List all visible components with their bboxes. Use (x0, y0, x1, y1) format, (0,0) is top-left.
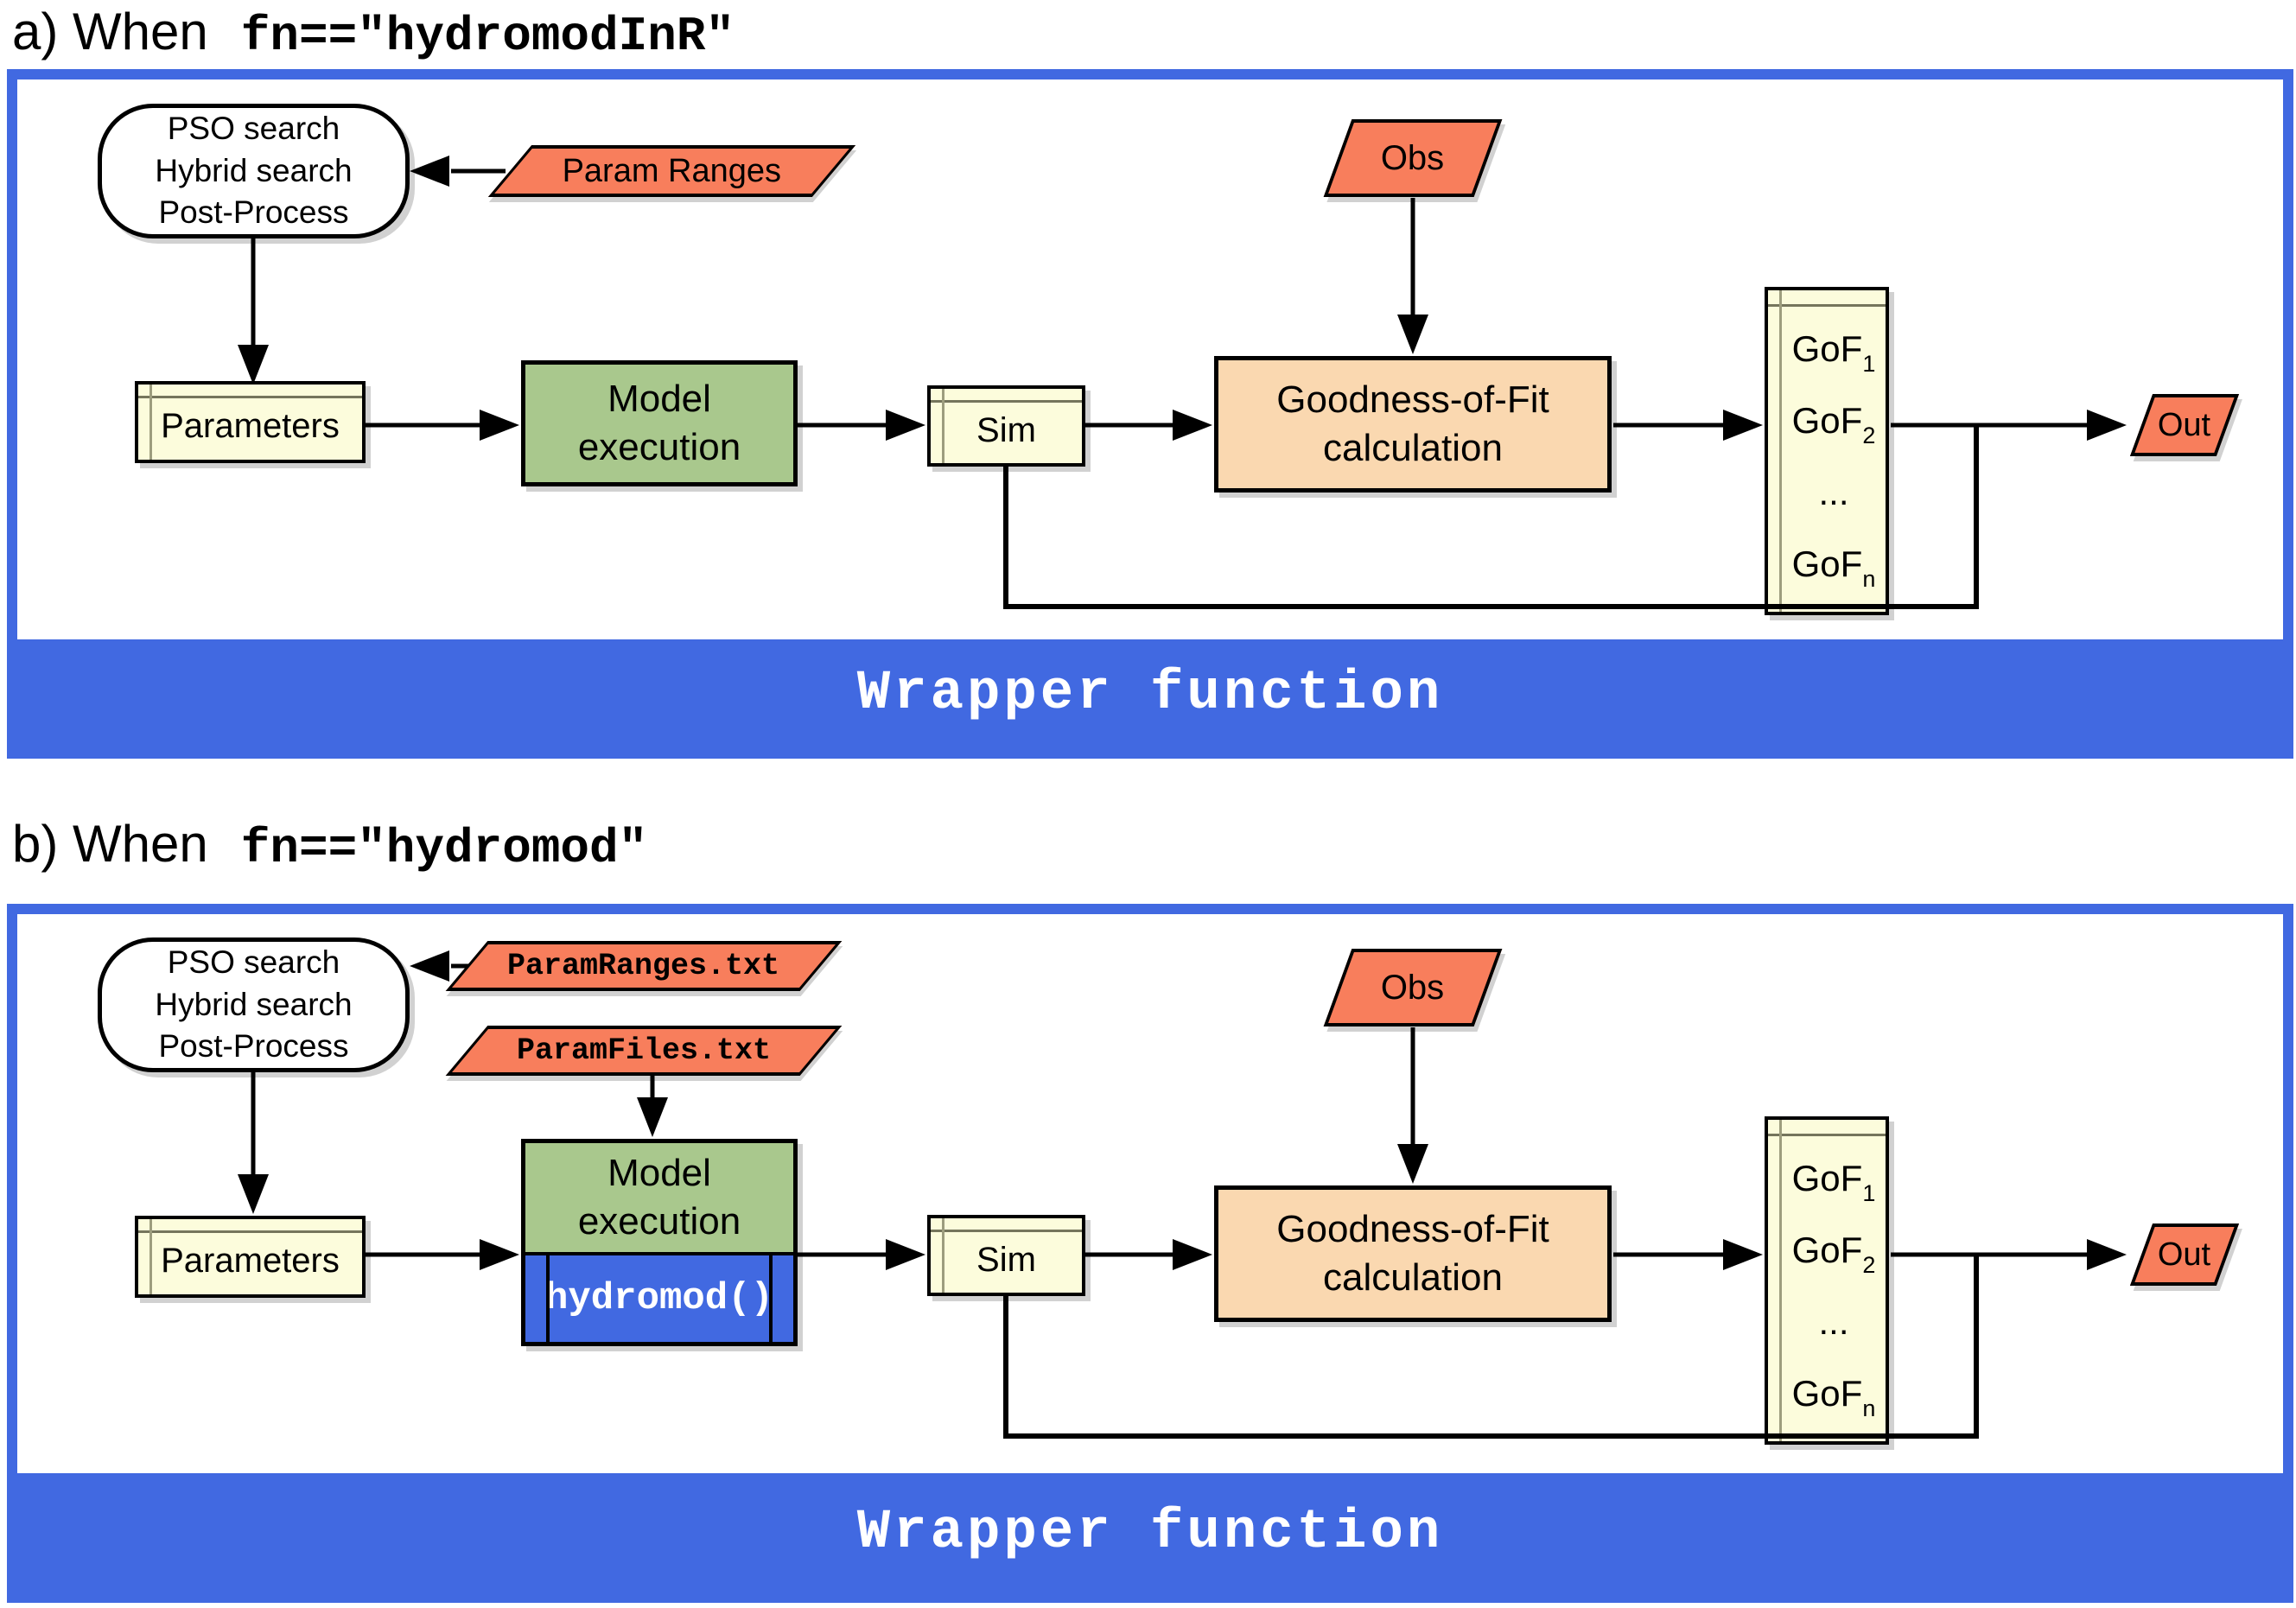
param-ranges-node-a: Param Ranges (487, 145, 856, 197)
model-line-2-b: execution (577, 1200, 741, 1243)
out-label-a: Out (2158, 406, 2211, 443)
pso-line-3-b: Post-Process (158, 1028, 349, 1065)
param-files-txt-label-b: ParamFiles.txt (516, 1033, 772, 1068)
parameters-doc-vline-b (149, 1219, 152, 1294)
pso-search-node-a: PSO search Hybrid search Post-Process (98, 104, 410, 238)
gof-calc-line-1-a: Goodness-of-Fit (1276, 378, 1549, 421)
param-ranges-txt-node-b: ParamRanges.txt (445, 941, 843, 991)
model-line-1-b: Model (607, 1151, 711, 1194)
hydromod-left-bar-b (546, 1255, 550, 1342)
pso-line-2-b: Hybrid search (155, 986, 353, 1022)
obs-node-a: Obs (1323, 119, 1503, 197)
parameters-label-a: Parameters (161, 407, 340, 445)
panel-a-title-code: fn=="hydromodInR" (240, 9, 735, 64)
pso-line-1-a: PSO search (167, 110, 340, 146)
pso-line-2-a: Hybrid search (155, 152, 353, 188)
gof-calculation-node-b: Goodness-of-Fit calculation (1214, 1185, 1612, 1322)
hydromod-label-b: hydromod() (544, 1277, 774, 1320)
panel-a-banner: Wrapper function (17, 639, 2283, 748)
gof-calculation-node-a: Goodness-of-Fit calculation (1214, 356, 1612, 493)
parameters-label-b: Parameters (161, 1242, 340, 1280)
model-execution-node-a: Model execution (521, 360, 798, 486)
model-execution-node-b: Model execution (525, 1143, 793, 1252)
gof-list-vline-a (1779, 290, 1782, 612)
pso-line-1-b: PSO search (167, 944, 340, 980)
obs-label-a: Obs (1381, 138, 1445, 177)
pso-line-3-a: Post-Process (158, 194, 349, 231)
panel-a-title-prefix: a) When (12, 3, 208, 60)
gof-item-ellipsis-a: ... (1818, 471, 1849, 512)
out-label-b: Out (2158, 1236, 2211, 1273)
sim-node-a: Sim (927, 385, 1085, 467)
model-line-1-a: Model (607, 377, 711, 420)
panel-a-banner-label: Wrapper function (856, 663, 1444, 725)
param-files-txt-node-b: ParamFiles.txt (445, 1026, 843, 1076)
model-line-2-a: execution (577, 426, 741, 468)
gof-calc-line-2-a: calculation (1323, 427, 1503, 469)
parameters-doc-vline-a (149, 385, 152, 460)
parameters-node-a: Parameters (135, 381, 366, 463)
model-divider-b (525, 1252, 793, 1255)
param-ranges-label-a: Param Ranges (562, 152, 782, 189)
gof-calc-line-1-b: Goodness-of-Fit (1276, 1207, 1549, 1250)
hydromod-right-bar-b (769, 1255, 773, 1342)
panel-a-wrapper-frame: Wrapper function (7, 69, 2293, 759)
sim-doc-hline-a (931, 400, 1082, 403)
parameters-doc-hline-b (138, 1230, 362, 1233)
panel-a-title: a) When fn=="hydromodInR" (12, 2, 735, 64)
sim-doc-vline-a (942, 389, 944, 463)
hydromod-node-b: hydromod() (525, 1255, 793, 1342)
model-execution-combo-b: Model execution hydromod() (521, 1139, 798, 1346)
sim-doc-hline-b (931, 1230, 1082, 1232)
obs-label-b: Obs (1381, 968, 1445, 1007)
gof-list-vline-b (1779, 1120, 1782, 1441)
pso-search-node-b: PSO search Hybrid search Post-Process (98, 937, 410, 1072)
panel-b-title-prefix: b) When (12, 815, 208, 873)
obs-node-b: Obs (1323, 949, 1503, 1026)
gof-list-hline-a (1768, 304, 1886, 307)
sim-doc-vline-b (942, 1218, 944, 1293)
panel-b-banner-label: Wrapper function (856, 1502, 1444, 1564)
sim-node-b: Sim (927, 1215, 1085, 1296)
parameters-doc-hline-a (138, 396, 362, 398)
panel-b-title-code: fn=="hydromod" (240, 821, 648, 876)
gof-list-hline-b (1768, 1134, 1886, 1136)
gof-calc-line-2-b: calculation (1323, 1256, 1503, 1299)
sim-label-b: Sim (976, 1240, 1036, 1279)
parameters-node-b: Parameters (135, 1216, 366, 1298)
panel-b-title: b) When fn=="hydromod" (12, 814, 647, 876)
panel-b-banner: Wrapper function (17, 1473, 2283, 1592)
sim-label-a: Sim (976, 410, 1036, 449)
param-ranges-txt-label-b: ParamRanges.txt (507, 949, 780, 983)
gof-item-ellipsis-b: ... (1818, 1300, 1849, 1342)
